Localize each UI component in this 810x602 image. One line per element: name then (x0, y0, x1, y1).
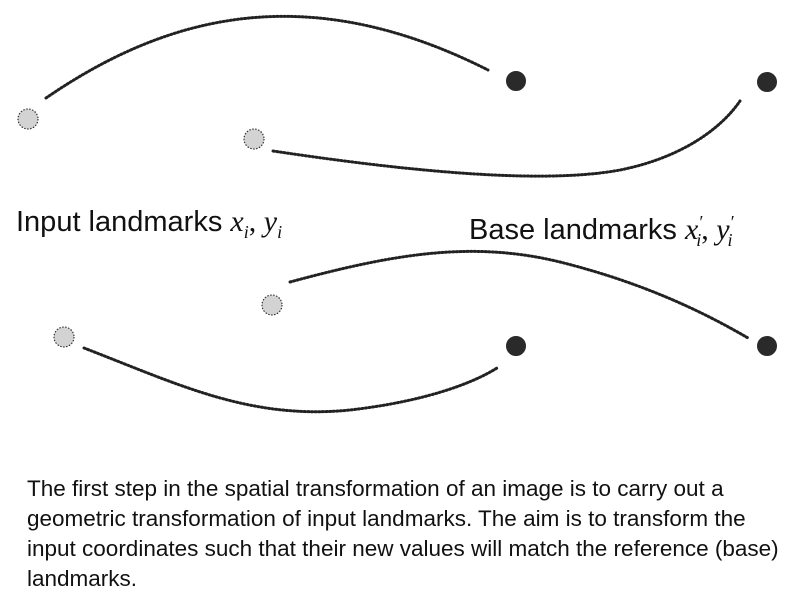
base-landmarks-text: Base landmarks (469, 214, 677, 246)
input-landmarks-text: Input landmarks (16, 206, 223, 238)
base-landmark-1 (506, 71, 526, 91)
mapping-curve-1 (44, 14, 490, 100)
mapping-curve-2 (271, 99, 742, 178)
input-landmark-4 (53, 326, 75, 348)
input-landmark-1 (17, 108, 39, 130)
mapping-curve-4 (82, 346, 499, 414)
input-landmark-2 (243, 128, 265, 150)
base-landmark-4 (506, 336, 526, 356)
base-landmark-3 (757, 336, 777, 356)
input-landmarks-label: Input landmarks xi, yi (16, 203, 282, 251)
input-coordinates: xi, yi (230, 205, 283, 242)
input-landmark-3 (261, 294, 283, 316)
mapping-curve-3 (288, 249, 750, 340)
caption-paragraph: The first step in the spatial transforma… (27, 476, 779, 591)
base-coordinates: x′i, y′i (685, 212, 734, 250)
base-landmarks-label: Base landmarks x′i, y′i (469, 203, 734, 259)
landmark-diagram (17, 14, 777, 414)
base-landmark-2 (757, 72, 777, 92)
